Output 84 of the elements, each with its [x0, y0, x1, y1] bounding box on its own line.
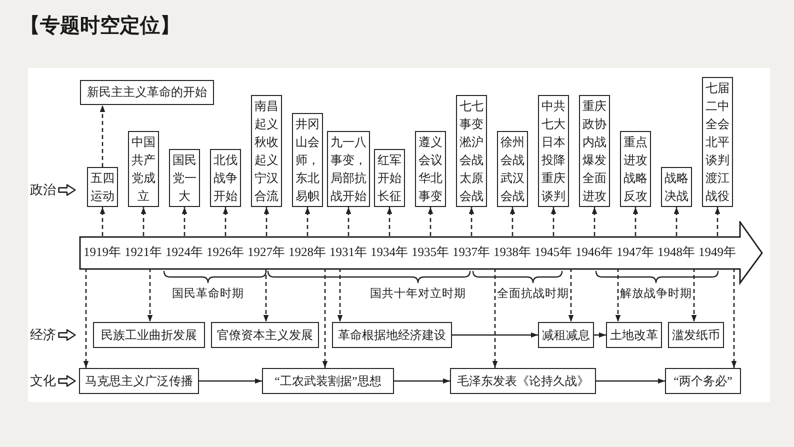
event-box: 中国共产党成立: [128, 131, 159, 207]
period-label: 全面抗战时期: [497, 287, 569, 302]
dashed-arrow: [222, 207, 228, 236]
topic-box: 减租减息: [538, 322, 594, 348]
event-box: 新民主主义革命的开始: [80, 80, 214, 105]
year-label: 1938年: [492, 236, 533, 268]
year-label: 1945年: [533, 236, 574, 268]
event-box: 井冈山会师，东北易帜: [292, 113, 323, 207]
topic-box: 毛泽东发表《论持久战》: [450, 368, 596, 394]
period-label: 国共十年对立时期: [370, 287, 466, 302]
year-label: 1928年: [287, 236, 328, 268]
period-label: 解放战争时期: [620, 287, 692, 302]
year-label: 1934年: [369, 236, 410, 268]
dashed-arrow: [428, 207, 434, 236]
dashed-arrow: [337, 268, 343, 322]
event-box: 北伐战争开始: [210, 149, 241, 207]
dashed-arrow: [386, 207, 392, 236]
event-box: 徐州会战武汉会战: [497, 131, 528, 207]
dashed-arrow: [731, 268, 737, 368]
event-box: 五四运动: [87, 167, 118, 207]
dashed-arrow: [568, 268, 574, 322]
dashed-arrow: [674, 207, 680, 236]
dashed-arrow: [100, 105, 106, 167]
row-label: 政治: [30, 181, 56, 199]
dashed-arrow: [691, 268, 697, 322]
dashed-arrow: [615, 268, 621, 322]
year-label: 1946年: [574, 236, 615, 268]
dashed-arrow: [83, 268, 89, 368]
year-label: 1937年: [451, 236, 492, 268]
year-label: 1935年: [410, 236, 451, 268]
dashed-arrow: [714, 207, 720, 236]
year-label: 1931年: [328, 236, 369, 268]
event-box: 中共七大日本投降重庆谈判: [538, 95, 569, 207]
topic-box: 马克思主义广泛传播: [79, 368, 199, 394]
row-label: 文化: [30, 372, 56, 390]
year-label: 1926年: [205, 236, 246, 268]
event-box: 七七事变淞沪会战太原会战: [456, 95, 487, 207]
topic-box: 官僚资本主义发展: [211, 322, 319, 348]
dashed-arrow: [632, 207, 638, 236]
event-box: 重庆政协内战爆发全面进攻: [579, 95, 610, 207]
arrow: [452, 332, 538, 338]
dashed-arrow: [182, 207, 188, 236]
section-title: 【专题时空定位】: [20, 12, 180, 38]
dashed-arrow: [592, 207, 598, 236]
dashed-arrow: [322, 268, 328, 368]
arrow: [594, 332, 606, 338]
year-label: 1949年: [697, 236, 738, 268]
dashed-arrow: [550, 207, 556, 236]
event-box: 战略决战: [661, 167, 692, 207]
timeline-arrow: [78, 221, 764, 285]
event-box: 红军开始长征: [374, 149, 405, 207]
dashed-arrow: [100, 207, 106, 236]
row-label: 经济: [30, 326, 56, 344]
dashed-arrow: [263, 268, 269, 322]
arrow: [199, 378, 262, 384]
dashed-arrow: [147, 268, 153, 322]
topic-box: “两个务必”: [665, 368, 741, 394]
year-label: 1948年: [656, 236, 697, 268]
year-label: 1919年: [82, 236, 123, 268]
topic-box: 民族工业曲折发展: [93, 322, 205, 348]
arrow: [596, 378, 665, 384]
dashed-arrow: [492, 268, 498, 368]
dashed-arrow: [346, 207, 352, 236]
event-box: 南昌起义秋收起义宁汉合流: [251, 95, 282, 207]
topic-box: 滥发纸币: [668, 322, 724, 348]
dashed-arrow: [304, 207, 310, 236]
event-box: 国民党一大: [169, 149, 200, 207]
event-box: 九一八事变，局部抗战开始: [327, 131, 370, 207]
topic-box: “工农武装割据”思想: [262, 368, 394, 394]
year-label: 1924年: [164, 236, 205, 268]
topic-box: 革命根据地经济建设: [332, 322, 452, 348]
topic-box: 土地改革: [606, 322, 662, 348]
dashed-arrow: [510, 207, 516, 236]
dashed-arrow: [140, 207, 146, 236]
year-label: 1921年: [123, 236, 164, 268]
event-box: 七届二中全会北平谈判渡江战役: [702, 77, 733, 207]
dashed-arrow: [468, 207, 474, 236]
year-label: 1927年: [246, 236, 287, 268]
period-label: 国民革命时期: [172, 287, 244, 302]
arrow: [394, 378, 450, 384]
event-box: 重点进攻战略反攻: [620, 131, 651, 207]
year-label: 1947年: [615, 236, 656, 268]
dashed-arrow: [264, 207, 270, 236]
event-box: 遵义会议华北事变: [415, 131, 446, 207]
